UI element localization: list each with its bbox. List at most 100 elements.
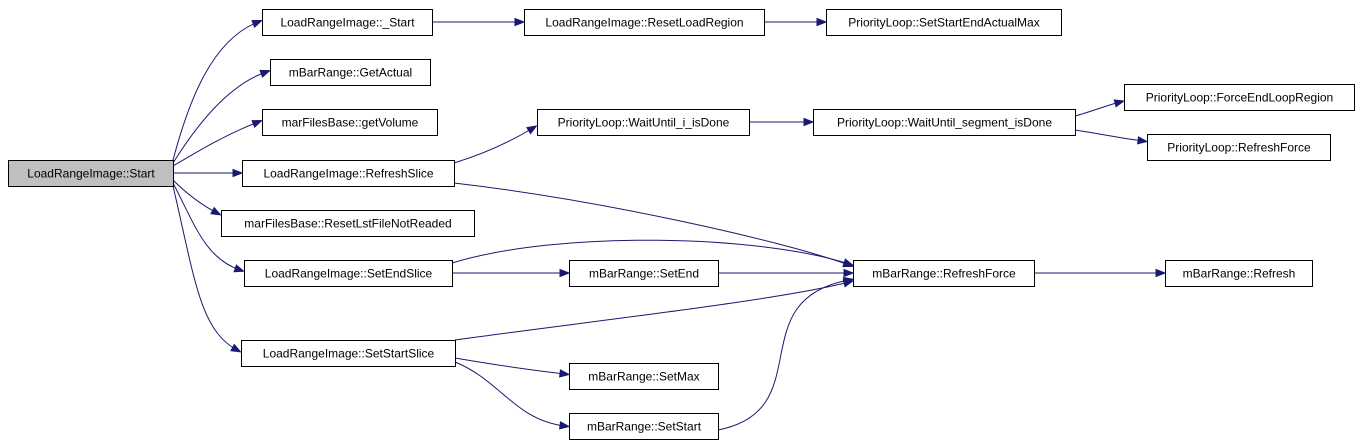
edge-line: [454, 361, 566, 427]
node-box: [241, 340, 456, 367]
node-box: [1147, 134, 1331, 161]
edge-lri_setstart-to-mbr_setmax: [454, 357, 571, 378]
arrowhead-icon: [559, 421, 571, 430]
node-box: [537, 109, 750, 136]
edge-lri_refreshslice-to-pl_waiti: [453, 125, 538, 164]
edge-line: [172, 71, 267, 164]
arrowhead-icon: [259, 69, 272, 78]
node-pl-waitseg[interactable]: PriorityLoop::WaitUntil_segment_isDone: [813, 109, 1076, 136]
node-label: PriorityLoop::SetStartEndActualMax: [848, 16, 1039, 30]
node-box: [270, 59, 431, 86]
node-pl-waiti[interactable]: PriorityLoop::WaitUntil_i_isDone: [537, 109, 750, 136]
arrowhead-icon: [251, 20, 264, 28]
node-label: LoadRangeImage::_Start: [280, 16, 415, 30]
edge-line: [172, 182, 241, 271]
node-label: marFilesBase::getVolume: [282, 116, 419, 130]
node-label: mBarRange::Refresh: [1183, 267, 1296, 281]
arrowhead-icon: [210, 206, 222, 216]
edge-line: [1074, 101, 1121, 117]
node-pl-forceend[interactable]: PriorityLoop::ForceEndLoopRegion: [1124, 84, 1355, 111]
node-box: [524, 9, 765, 36]
node-label: mBarRange::RefreshForce: [872, 267, 1016, 281]
edge-lri_resetload-to-pl_setstartend: [764, 17, 828, 27]
edge-line: [172, 21, 259, 161]
node-box: [244, 260, 453, 287]
node-label: LoadRangeImage::SetEndSlice: [265, 267, 433, 281]
node-box: [569, 363, 719, 390]
edge-pl_waitseg-to-pl_refreshforce: [1074, 129, 1149, 145]
node-box: [262, 109, 438, 136]
node-box: [1124, 84, 1355, 111]
node-mbr-getactual[interactable]: mBarRange::GetActual: [270, 59, 431, 86]
arrowhead-icon: [230, 343, 242, 353]
arrowhead-icon: [1136, 136, 1149, 145]
arrowhead-icon: [559, 268, 571, 278]
edge-root-to-lri_setstart: [172, 185, 242, 353]
arrowhead-icon: [1113, 99, 1126, 108]
node-box: [8, 160, 174, 187]
edge-line: [451, 239, 850, 265]
node-box: [242, 160, 455, 187]
node-box: [262, 9, 433, 36]
node-label: LoadRangeImage::SetStartSlice: [263, 347, 435, 361]
node-box: [221, 210, 475, 237]
node-label: PriorityLoop::RefreshForce: [1167, 141, 1311, 155]
edge-root-to-mfb_resetlst: [172, 179, 222, 216]
node-lri-resetload[interactable]: LoadRangeImage::ResetLoadRegion: [524, 9, 765, 36]
node-mfb-resetlst[interactable]: marFilesBase::ResetLstFileNotReaded: [221, 210, 475, 237]
arrowhead-icon: [526, 125, 538, 135]
edge-line: [172, 185, 238, 351]
node-lri-start-[interactable]: LoadRangeImage::_Start: [262, 9, 433, 36]
edge-line: [454, 357, 566, 375]
node-label: LoadRangeImage::Start: [27, 167, 155, 181]
node-label: PriorityLoop::WaitUntil_segment_isDone: [837, 116, 1052, 130]
node-lri-setstart[interactable]: LoadRangeImage::SetStartSlice: [241, 340, 456, 367]
edge-line: [1074, 129, 1144, 142]
edge-line: [172, 121, 259, 167]
edge-lri_setend-to-mbr_setend: [452, 268, 571, 278]
node-pl-setstartend[interactable]: PriorityLoop::SetStartEndActualMax: [826, 9, 1062, 36]
edge-root-to-mbr_getactual: [172, 69, 272, 164]
node-box: [569, 260, 719, 287]
edge-line: [453, 182, 850, 266]
node-mbr-setmax[interactable]: mBarRange::SetMax: [569, 363, 719, 390]
edge-mbr_setend-to-mbr_refreshforce: [718, 268, 855, 278]
node-label: mBarRange::SetMax: [588, 370, 699, 384]
edge-root-to-lri_setend: [172, 182, 246, 273]
node-box: [1165, 260, 1313, 287]
node-mbr-setend[interactable]: mBarRange::SetEnd: [569, 260, 719, 287]
arrowhead-icon: [559, 369, 571, 378]
node-mfb-getvolume[interactable]: marFilesBase::getVolume: [262, 109, 438, 136]
arrowhead-icon: [803, 117, 815, 127]
node-mbr-refreshforce[interactable]: mBarRange::RefreshForce: [853, 260, 1035, 287]
edge-mbr_setstart-to-mbr_refreshforce: [717, 276, 855, 431]
arrowhead-icon: [816, 17, 828, 27]
node-box: [813, 109, 1076, 136]
edge-pl_waiti-to-pl_waitseg: [749, 117, 815, 127]
node-label: LoadRangeImage::RefreshSlice: [263, 167, 433, 181]
edge-root-to-lri_start_: [172, 20, 264, 161]
node-mbr-refresh[interactable]: mBarRange::Refresh: [1165, 260, 1313, 287]
node-label: PriorityLoop::ForceEndLoopRegion: [1146, 91, 1333, 105]
edge-lri_setstart-to-mbr_setstart: [454, 361, 571, 430]
edge-lri_start_-to-lri_resetload: [432, 17, 526, 27]
node-label: mBarRange::GetActual: [289, 66, 412, 80]
edge-root-to-lri_refreshslice: [173, 168, 244, 178]
node-pl-refreshforce[interactable]: PriorityLoop::RefreshForce: [1147, 134, 1331, 161]
edge-line: [717, 279, 850, 431]
edge-root-to-mfb_getvolume: [172, 120, 264, 167]
node-label: mBarRange::SetStart: [587, 420, 702, 434]
arrowhead-icon: [1155, 268, 1167, 278]
arrowhead-icon: [232, 168, 244, 178]
node-label: marFilesBase::ResetLstFileNotReaded: [244, 217, 451, 231]
node-root[interactable]: LoadRangeImage::Start: [8, 160, 174, 187]
node-lri-refreshslice[interactable]: LoadRangeImage::RefreshSlice: [242, 160, 455, 187]
node-mbr-setstart[interactable]: mBarRange::SetStart: [569, 413, 719, 440]
arrowhead-icon: [251, 120, 264, 128]
node-lri-setend[interactable]: LoadRangeImage::SetEndSlice: [244, 260, 453, 287]
node-label: LoadRangeImage::ResetLoadRegion: [545, 16, 743, 30]
node-label: mBarRange::SetEnd: [589, 267, 699, 281]
edge-line: [453, 127, 534, 164]
edge-lri_setend-to-mbr_refreshforce: [451, 239, 855, 267]
